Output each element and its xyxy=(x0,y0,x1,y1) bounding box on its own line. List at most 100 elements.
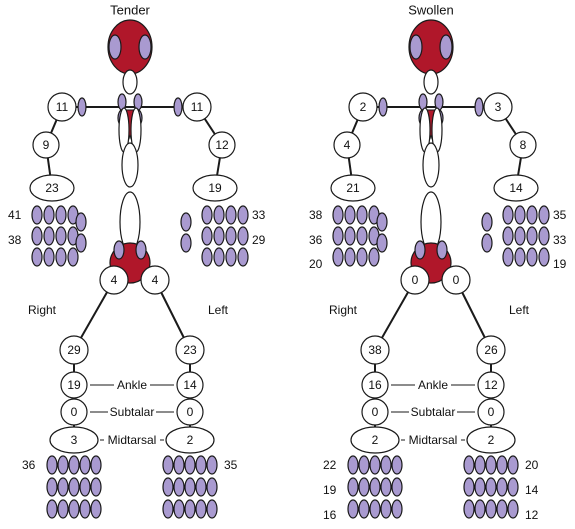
wrist-left xyxy=(192,174,238,202)
subtalar-label: Subtalar xyxy=(411,405,456,419)
hand-joint-right xyxy=(344,205,356,225)
elbow-right xyxy=(333,131,361,159)
hand-joint-right xyxy=(356,205,368,225)
knee-left xyxy=(175,335,205,365)
elbow-left-value: 8 xyxy=(520,138,527,152)
foot-joint-left xyxy=(507,455,519,475)
elbow-left xyxy=(208,131,236,159)
midtarsal-label-bg xyxy=(405,432,461,448)
hand-joint-right xyxy=(43,226,55,246)
foot-joint-left xyxy=(184,499,196,519)
foot-joint-right xyxy=(358,499,370,519)
hand-joint-right xyxy=(43,247,55,267)
hip-right-value: 4 xyxy=(111,273,118,287)
shoulder-right-value: 2 xyxy=(360,100,367,114)
elbow-left-value: 12 xyxy=(215,138,229,152)
foot-joint-left xyxy=(184,455,196,475)
foot-joint-right xyxy=(90,499,102,519)
foot-right-count: 19 xyxy=(323,483,337,497)
hand-joint-right xyxy=(55,205,67,225)
foot-joint-left xyxy=(206,477,218,497)
wrist-right-value: 21 xyxy=(346,181,360,195)
side-label-right: Right xyxy=(329,303,358,317)
shoulder-right xyxy=(348,92,378,122)
hip-left-value: 0 xyxy=(453,273,460,287)
hand-joint-left xyxy=(201,226,213,246)
foot-joint-left xyxy=(496,499,508,519)
elbow-right-value: 4 xyxy=(344,138,351,152)
subtalar-left-value: 0 xyxy=(488,405,495,419)
midtarsal-label-bg xyxy=(104,432,160,448)
hand-joint-left xyxy=(225,226,237,246)
wrist-right xyxy=(330,174,376,202)
hand-joint-right xyxy=(332,247,344,267)
thumb-joint-right xyxy=(376,233,388,253)
subtalar-left-value: 0 xyxy=(187,405,194,419)
ankle-left-value: 12 xyxy=(484,378,498,392)
foot-joint-right xyxy=(391,477,403,497)
si-joint-left xyxy=(135,240,147,260)
foot-joint-right xyxy=(46,499,58,519)
foot-joint-left xyxy=(507,477,519,497)
thumb-joint-left xyxy=(180,212,192,232)
wrist-right xyxy=(29,174,75,202)
hand-joint-right xyxy=(356,247,368,267)
foot-left-count: 20 xyxy=(525,458,539,472)
foot-joint-left xyxy=(474,477,486,497)
hand-right-count: 20 xyxy=(309,257,323,271)
elbow-left xyxy=(509,131,537,159)
subtalar-right-value: 0 xyxy=(372,405,379,419)
hand-left-count: 19 xyxy=(553,257,567,271)
hip-left xyxy=(140,265,170,295)
foot-joint-left xyxy=(463,455,475,475)
foot-joint-right xyxy=(347,477,359,497)
hand-joint-left xyxy=(201,205,213,225)
thumb-joint-right xyxy=(75,212,87,232)
foot-joint-left xyxy=(195,499,207,519)
hand-joint-left xyxy=(526,205,538,225)
thumb-joint-left xyxy=(481,212,493,232)
foot-right-count: 36 xyxy=(22,458,36,472)
hand-joint-right xyxy=(368,247,380,267)
foot-joint-right xyxy=(57,455,69,475)
foot-joint-right xyxy=(380,477,392,497)
spine-thoracic xyxy=(121,142,139,188)
foot-joint-left xyxy=(485,499,497,519)
ac-joint-right xyxy=(378,97,388,117)
hip-right xyxy=(400,265,430,295)
hand-joint-left xyxy=(514,226,526,246)
hand-joint-right xyxy=(344,247,356,267)
figure-title: Tender xyxy=(110,3,150,18)
wrist-right-value: 23 xyxy=(45,181,59,195)
hand-joint-left xyxy=(538,226,550,246)
foot-joint-left xyxy=(173,455,185,475)
ankle-label: Ankle xyxy=(117,378,147,392)
hand-joint-left xyxy=(514,247,526,267)
knee-right-value: 38 xyxy=(368,343,382,357)
knee-right xyxy=(59,335,89,365)
foot-joint-right xyxy=(358,477,370,497)
neck xyxy=(122,69,138,95)
foot-joint-right xyxy=(46,455,58,475)
hand-joint-right xyxy=(67,247,79,267)
tmj-left xyxy=(439,34,453,60)
midtarsal-left-value: 2 xyxy=(488,433,495,447)
wrist-left xyxy=(493,174,539,202)
foot-joint-left xyxy=(496,477,508,497)
foot-joint-left xyxy=(496,455,508,475)
foot-left-count: 35 xyxy=(224,458,238,472)
ankle-label-bg xyxy=(114,377,150,393)
foot-joint-left xyxy=(463,477,475,497)
subtalar-label-bg xyxy=(409,404,457,420)
subtalar-right-value: 0 xyxy=(71,405,78,419)
foot-left-count: 12 xyxy=(525,508,539,522)
hand-joint-left xyxy=(237,205,249,225)
foot-left-count: 14 xyxy=(525,483,539,497)
midtarsal-right xyxy=(49,426,99,454)
foot-right-count: 16 xyxy=(323,508,337,522)
hand-left-count: 33 xyxy=(252,208,266,222)
foot-joint-right xyxy=(68,477,80,497)
side-label-right: Right xyxy=(28,303,57,317)
foot-joint-right xyxy=(90,477,102,497)
